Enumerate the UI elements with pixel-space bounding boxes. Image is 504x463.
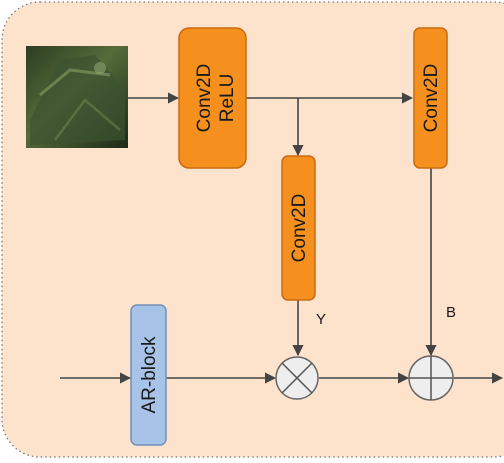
ar-block: AR-block xyxy=(130,304,167,446)
conv2d-gamma-block: Conv2D xyxy=(281,155,316,301)
connections xyxy=(60,92,504,384)
conv2d-relu-label-line1: Conv2D xyxy=(194,64,215,133)
beta-label: B xyxy=(446,304,456,321)
multiply-icon xyxy=(275,356,319,400)
conv2d-beta-block: Conv2D xyxy=(413,27,448,169)
conv2d-beta-label: Conv2D xyxy=(421,64,442,133)
input-image xyxy=(26,46,128,148)
conv2d-gamma-label: Conv2D xyxy=(289,194,310,263)
add-icon xyxy=(408,355,454,401)
conv2d-relu-block: Conv2D ReLU xyxy=(178,27,247,169)
conv2d-relu-label-line2: ReLU xyxy=(217,74,238,123)
ar-block-label: AR-block xyxy=(139,336,160,414)
gamma-label: Y xyxy=(316,311,326,328)
